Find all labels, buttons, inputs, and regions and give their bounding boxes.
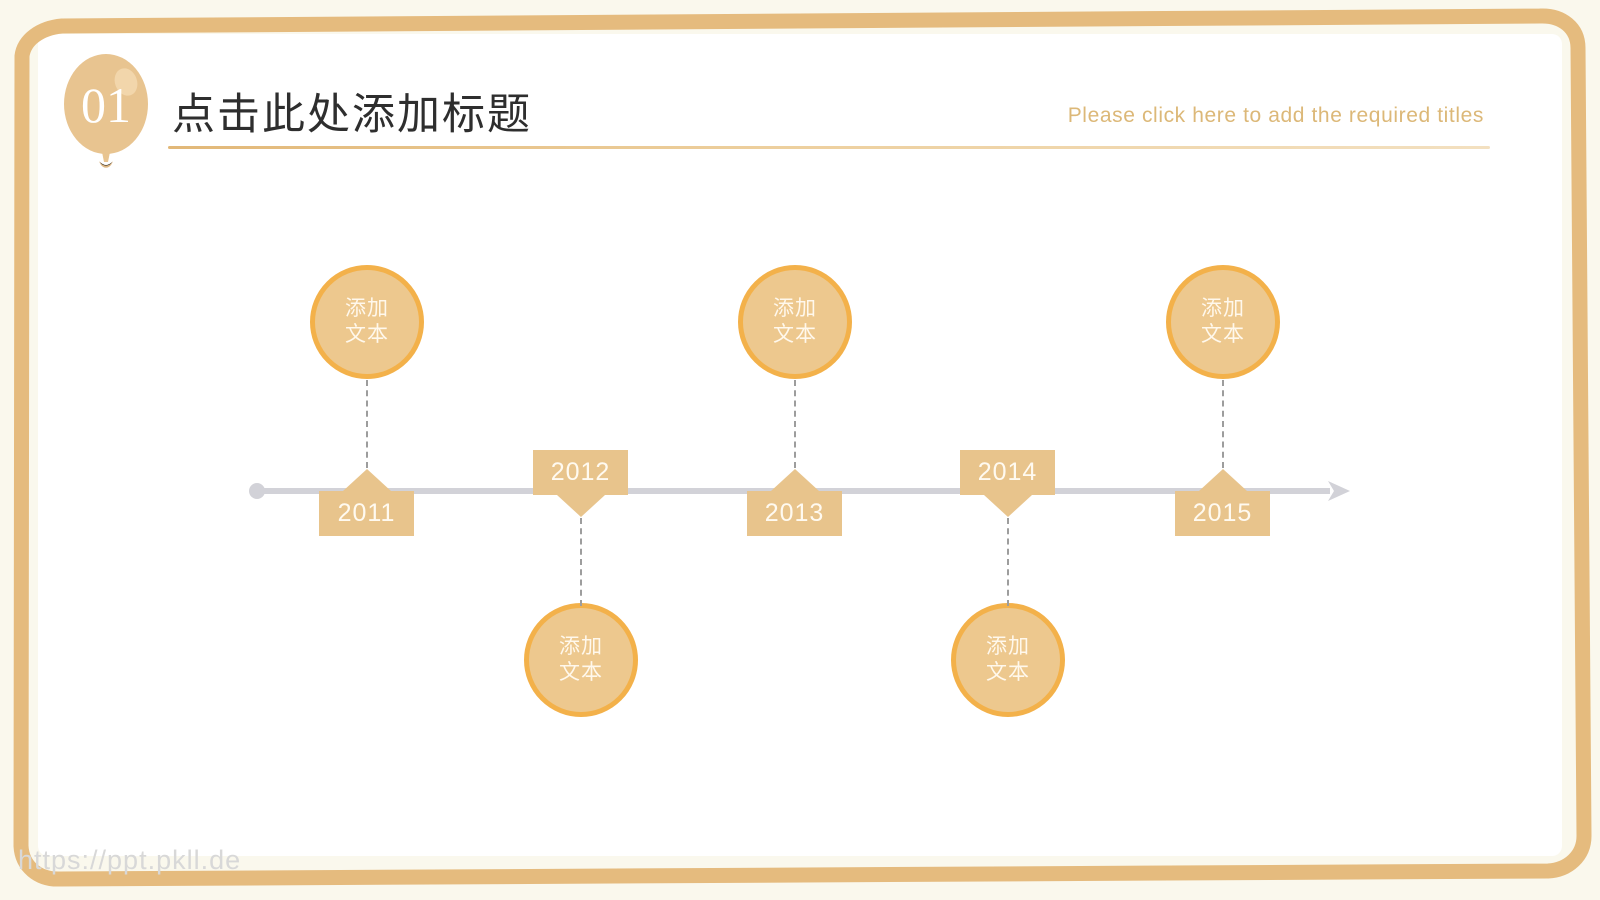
- timeline-year-tag[interactable]: 2014: [960, 450, 1055, 517]
- timeline-year-label: 2013: [764, 499, 825, 527]
- timeline-connector: [366, 380, 368, 468]
- timeline-year-tag[interactable]: 2011: [319, 469, 414, 536]
- bubble-text-line1: 添加: [345, 296, 389, 320]
- tag-pointer-icon: [983, 495, 1032, 517]
- timeline-connector: [1007, 518, 1009, 606]
- bubble-text-line1: 添加: [986, 634, 1030, 658]
- balloon-icon: 01: [58, 52, 154, 174]
- timeline-connector: [794, 380, 796, 468]
- page-title: 点击此处添加标题: [172, 91, 532, 139]
- timeline-bubble[interactable]: 添加 文本: [738, 265, 852, 379]
- balloon-number: 01: [81, 77, 131, 133]
- timeline-connector: [580, 518, 582, 606]
- timeline-year-tag[interactable]: 2015: [1175, 469, 1270, 536]
- bubble-text-line1: 添加: [1201, 296, 1245, 320]
- slide-header: 01 点击此处添加标题 Please click here to add the…: [0, 0, 1600, 180]
- title-divider: [168, 146, 1490, 149]
- tag-pointer-icon: [342, 469, 391, 491]
- timeline-bubble[interactable]: 添加 文本: [524, 603, 638, 717]
- timeline-year-tag[interactable]: 2012: [533, 450, 628, 517]
- timeline-bubble[interactable]: 添加 文本: [951, 603, 1065, 717]
- bubble-text-line2: 文本: [345, 323, 389, 346]
- timeline-year-label: 2011: [337, 499, 396, 527]
- timeline-year-label: 2015: [1192, 499, 1253, 527]
- timeline-year-label: 2014: [977, 458, 1038, 486]
- tag-pointer-icon: [556, 495, 605, 517]
- bubble-text-line2: 文本: [559, 661, 603, 684]
- bubble-text-line2: 文本: [986, 661, 1030, 684]
- bubble-text-line2: 文本: [1201, 323, 1245, 346]
- page-subtitle: Please click here to add the required ti…: [1067, 104, 1484, 127]
- tag-pointer-icon: [1198, 469, 1247, 491]
- bubble-text-line2: 文本: [773, 323, 817, 346]
- timeline-bubble[interactable]: 添加 文本: [1166, 265, 1280, 379]
- tag-pointer-icon: [770, 469, 819, 491]
- timeline-connector: [1222, 380, 1224, 468]
- timeline-bubble[interactable]: 添加 文本: [310, 265, 424, 379]
- bubble-text-line1: 添加: [559, 634, 603, 658]
- timeline-year-label: 2012: [550, 458, 611, 486]
- watermark: https://ppt.pkll.de: [18, 845, 242, 875]
- timeline-year-tag[interactable]: 2013: [747, 469, 842, 536]
- bubble-text-line1: 添加: [773, 296, 817, 320]
- axis-arrow-icon: [1328, 481, 1350, 501]
